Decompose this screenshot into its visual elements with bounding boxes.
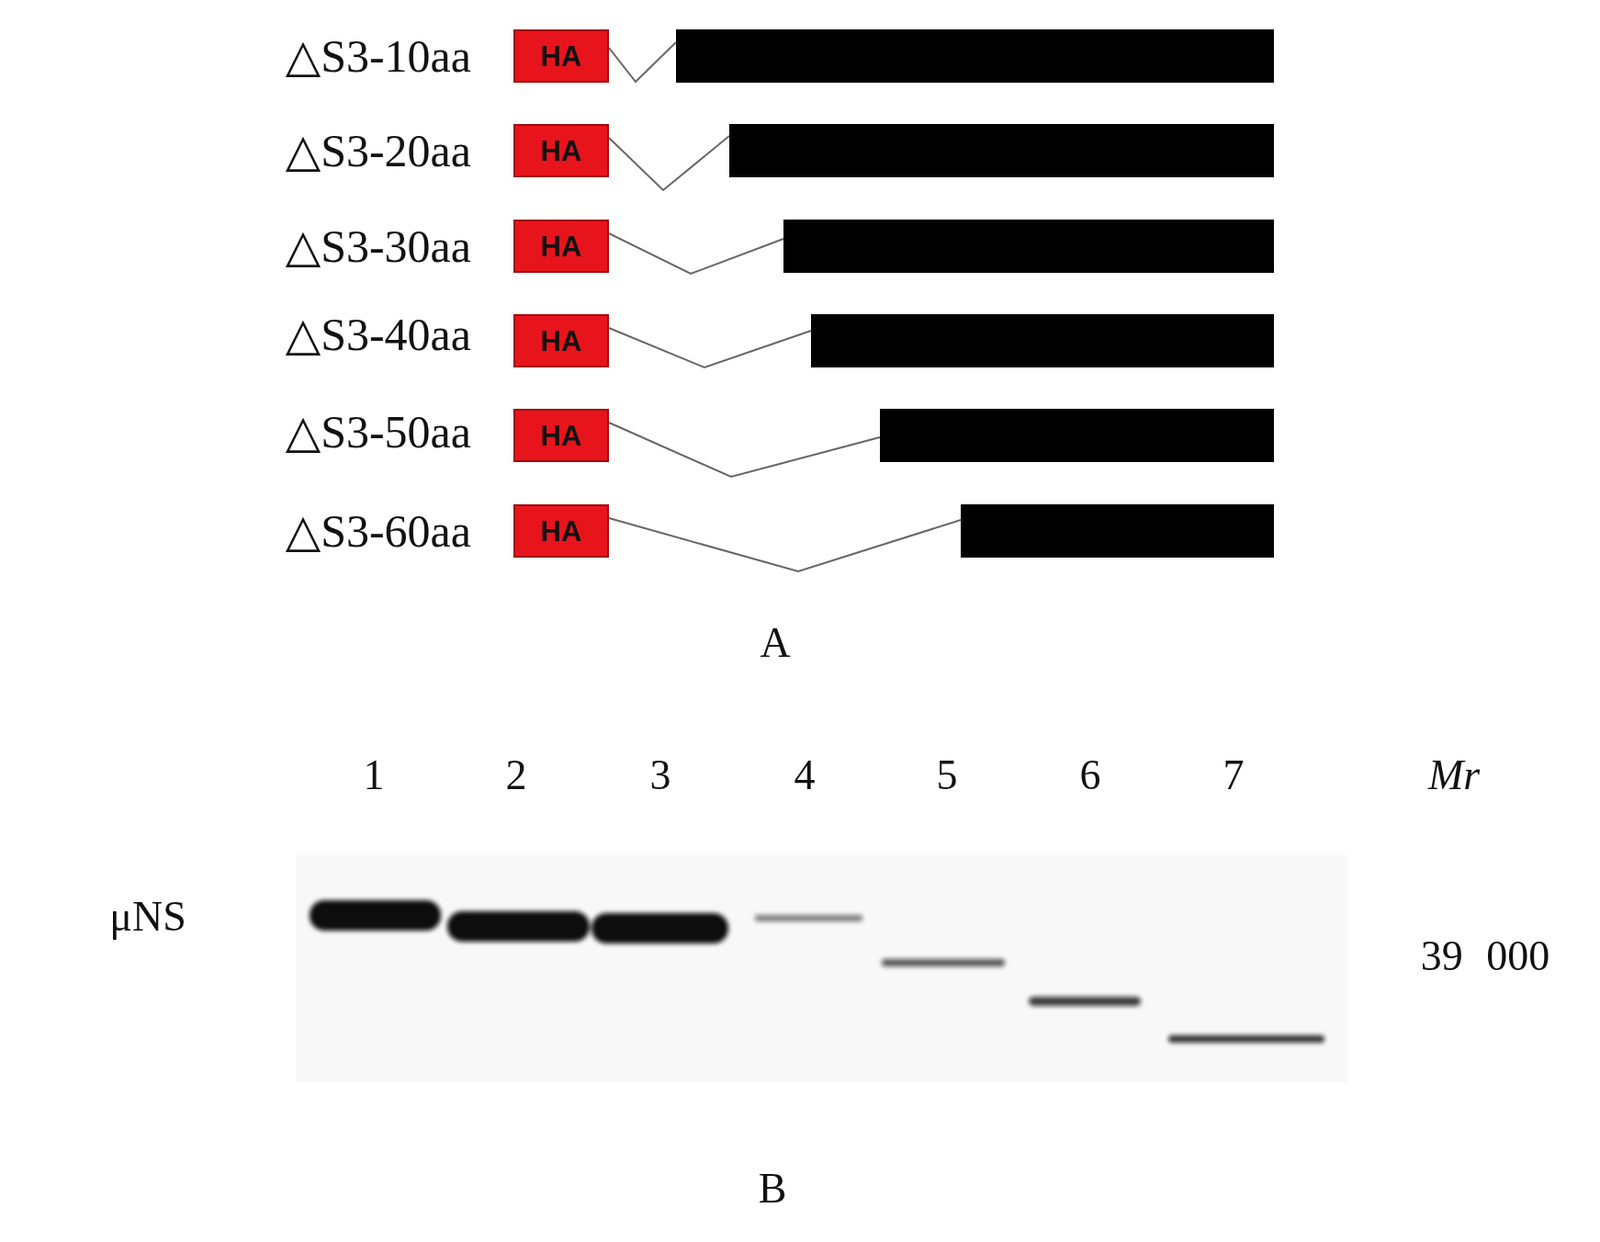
tag-box: HA <box>513 123 609 178</box>
tag-text: HA <box>540 421 583 451</box>
blot-band <box>591 912 729 944</box>
tag-box: HA <box>513 408 609 462</box>
deletion-lines <box>608 42 961 572</box>
lane-number: 1 <box>363 754 385 797</box>
deletion-line <box>608 233 784 274</box>
lane-number: 4 <box>794 754 816 797</box>
deletion-line <box>608 422 880 477</box>
tag-text: HA <box>540 232 583 261</box>
tag-text: HA <box>540 42 583 71</box>
construct-name: △S3-60aa <box>285 507 472 554</box>
blot-bands <box>309 900 1325 1043</box>
panel-label: A <box>759 621 790 665</box>
lane-number: 5 <box>936 754 958 797</box>
blot-membrane <box>295 855 1348 1082</box>
protein-bar <box>960 504 1274 558</box>
deletion-line <box>608 327 812 368</box>
deletion-line <box>608 518 961 572</box>
deletion-line <box>608 135 730 191</box>
protein-bar <box>783 219 1274 273</box>
lane-number: 7 <box>1223 754 1245 797</box>
blot-band <box>754 914 863 922</box>
tag-box: HA <box>513 504 609 558</box>
panel-label: B <box>758 1167 788 1210</box>
tag-box: HA <box>513 219 609 273</box>
blot-band <box>447 911 590 942</box>
blot-band <box>881 958 1005 967</box>
construct-name: △S3-40aa <box>285 311 472 358</box>
construct-name: △S3-20aa <box>285 127 472 174</box>
lane-number: 3 <box>650 754 672 797</box>
axis-header: Mr <box>1428 754 1480 797</box>
blot-band <box>1028 996 1141 1006</box>
molecular-weight: 39 000 <box>1420 935 1550 978</box>
lane-number: 2 <box>506 754 528 797</box>
protein-bars <box>676 29 1274 558</box>
tag-text: HA <box>540 517 583 546</box>
construct-name: △S3-30aa <box>285 223 472 270</box>
deletion-line <box>608 42 677 82</box>
construct-name: △S3-50aa <box>285 408 472 455</box>
tag-text: HA <box>540 326 583 356</box>
tag-text: HA <box>540 136 583 166</box>
lane-number: 6 <box>1080 754 1102 797</box>
construct-name: △S3-10aa <box>285 33 472 79</box>
blot-band <box>309 900 441 931</box>
blot-band <box>1168 1035 1325 1043</box>
protein-bar <box>676 29 1274 83</box>
protein-bar <box>811 314 1274 368</box>
protein-bar <box>879 408 1274 462</box>
tag-box: HA <box>513 29 609 83</box>
protein-bar <box>729 123 1274 178</box>
protein-name: μNS <box>109 895 186 938</box>
tag-box: HA <box>513 314 609 368</box>
